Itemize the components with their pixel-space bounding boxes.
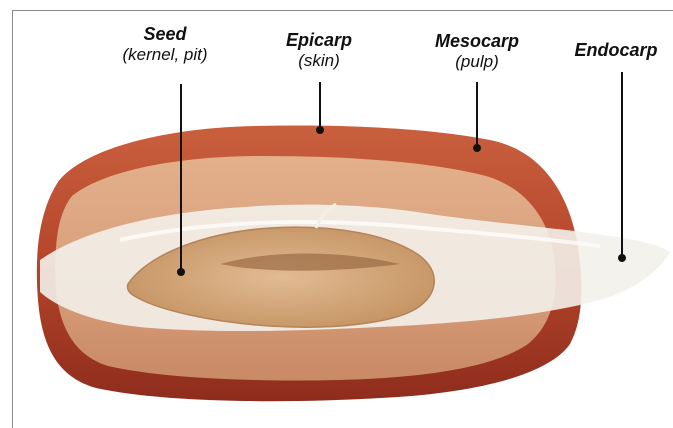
- mesocarp-label-name: Mesocarp: [408, 31, 546, 52]
- epicarp-label-detail: (skin): [260, 51, 378, 71]
- endocarp-pointer-dot: [618, 254, 626, 262]
- seed-label-detail: (kernel, pit): [95, 45, 235, 65]
- epicarp-label-name: Epicarp: [260, 30, 378, 51]
- mesocarp-pointer-dot: [473, 144, 481, 152]
- seed-pointer-dot: [177, 268, 185, 276]
- endocarp-label-name: Endocarp: [560, 40, 672, 61]
- epicarp-pointer-dot: [316, 126, 324, 134]
- mesocarp-label-detail: (pulp): [408, 52, 546, 72]
- mesocarp-label: Mesocarp (pulp): [408, 31, 546, 71]
- seed-label: Seed (kernel, pit): [95, 24, 235, 64]
- endocarp-label: Endocarp: [560, 40, 672, 61]
- seed-label-name: Seed: [95, 24, 235, 45]
- epicarp-label: Epicarp (skin): [260, 30, 378, 70]
